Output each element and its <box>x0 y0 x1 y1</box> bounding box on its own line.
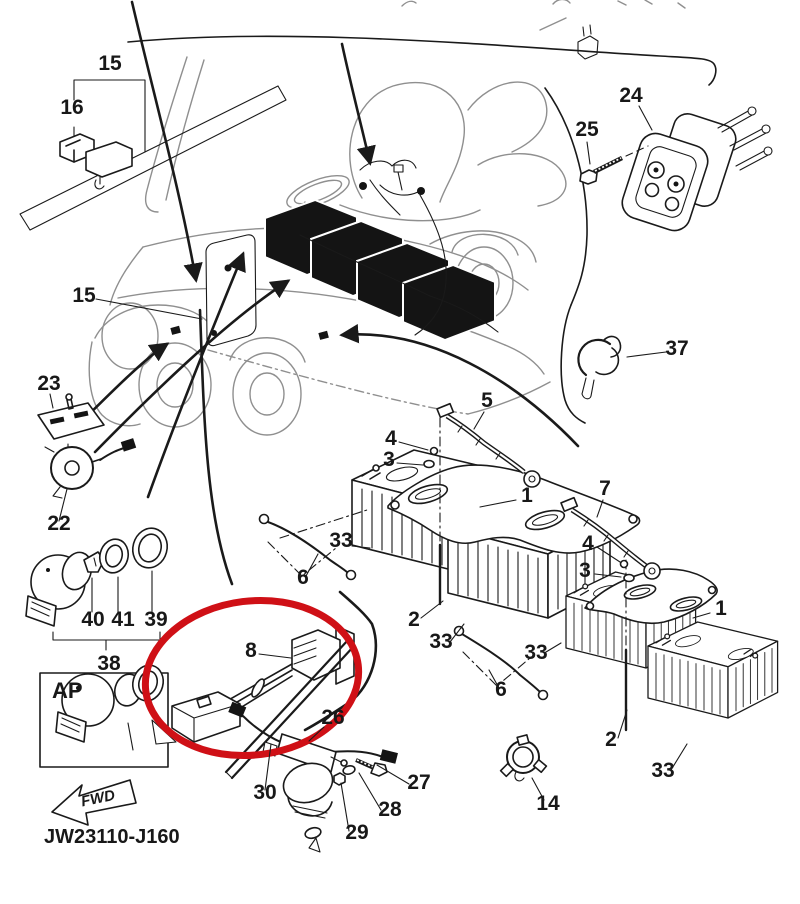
callout-28: 28 <box>378 798 402 821</box>
callout-2-right: 2 <box>605 728 617 751</box>
red-highlight-circle <box>141 596 363 760</box>
ap-box-label: AP <box>52 678 83 703</box>
callout-24: 24 <box>619 84 643 107</box>
callout-2-center: 2 <box>408 608 420 631</box>
callout-5: 5 <box>481 389 493 412</box>
seat-back <box>349 81 465 203</box>
fwd-arrow: FWD <box>51 779 137 826</box>
callout-33-a: 33 <box>329 529 352 552</box>
callout-1-right: 1 <box>715 597 727 620</box>
nut-4-right <box>619 559 629 569</box>
washer-3 <box>423 459 435 469</box>
battery-cable-7 <box>560 496 661 580</box>
bezel-39 <box>131 527 169 569</box>
switch-connector <box>25 595 57 627</box>
callout-1-center: 1 <box>521 484 533 507</box>
callout-15-top: 15 <box>98 52 122 75</box>
bolt-25 <box>579 145 649 185</box>
leader-lines <box>49 105 711 832</box>
clamp-37 <box>577 335 622 400</box>
floor-connector-dot-2 <box>170 325 181 335</box>
callout-3-right: 3 <box>579 559 591 582</box>
harness-plug <box>171 691 241 743</box>
callout-8: 8 <box>245 639 257 662</box>
relay-15 <box>85 141 133 178</box>
wire-6-center <box>258 509 368 581</box>
callout-4-center: 4 <box>385 427 397 450</box>
harness-8-assembly <box>151 625 355 745</box>
callout-22: 22 <box>47 512 70 535</box>
nut-4 <box>429 446 439 456</box>
callout-27: 27 <box>407 771 430 794</box>
section-divider-lines <box>127 35 717 424</box>
clamp-14 <box>499 734 548 782</box>
battery-group-center <box>258 402 641 619</box>
callout-16: 16 <box>60 96 83 119</box>
battery-holder-frame <box>387 464 641 554</box>
washer-28 <box>342 765 356 775</box>
seat-harness <box>359 159 425 196</box>
callout-33-d: 33 <box>651 759 674 782</box>
callout-25: 25 <box>575 118 599 141</box>
callout-38: 38 <box>97 652 121 675</box>
screw-27 <box>355 758 388 777</box>
washer-3-right <box>623 573 635 583</box>
washer-41 <box>98 538 130 574</box>
front-wheel <box>101 302 159 370</box>
callout-39: 39 <box>144 608 167 631</box>
meter-22 <box>44 438 137 499</box>
callout-14: 14 <box>536 792 560 815</box>
installed-battery-pack <box>264 179 499 342</box>
drawing-number: JW23110-J160 <box>44 826 180 848</box>
callout-labels: 15 16 24 25 37 15 23 22 5 4 3 1 33 6 2 3… <box>37 52 727 844</box>
switch-42-body <box>61 673 115 727</box>
floor-connector-dot <box>318 330 329 340</box>
callout-15-mid: 15 <box>72 284 96 307</box>
nut-29 <box>333 772 346 786</box>
cropped-top-remnants <box>401 0 686 60</box>
rear-wheel <box>232 352 302 436</box>
callout-41: 41 <box>111 608 135 631</box>
callout-29: 29 <box>345 821 368 844</box>
battery-group-right <box>453 496 779 732</box>
fwd-arrow-label: FWD <box>80 787 117 811</box>
callout-37: 37 <box>665 337 688 360</box>
ap-variant-box <box>39 664 169 768</box>
plate-23 <box>37 393 105 457</box>
routing-arrows <box>76 0 580 732</box>
callout-6-center: 6 <box>297 566 309 589</box>
callout-33-b: 33 <box>429 630 452 653</box>
callout-7: 7 <box>599 477 611 500</box>
callout-30: 30 <box>253 781 276 804</box>
solenoid-unit <box>262 733 388 853</box>
callout-3-center: 3 <box>383 448 395 471</box>
key-switch-assembly <box>25 527 169 651</box>
callout-26: 26 <box>321 706 344 729</box>
callout-33-c: 33 <box>524 641 547 664</box>
callout-6-right: 6 <box>495 678 507 701</box>
callout-23: 23 <box>37 372 60 395</box>
receptacle-24-25 <box>579 106 773 232</box>
relay-assembly-15-16 <box>19 79 287 231</box>
battery-wiring <box>299 234 499 333</box>
callout-4-right: 4 <box>582 532 594 555</box>
battery-cable-5 <box>436 402 541 488</box>
callout-40: 40 <box>81 608 104 631</box>
